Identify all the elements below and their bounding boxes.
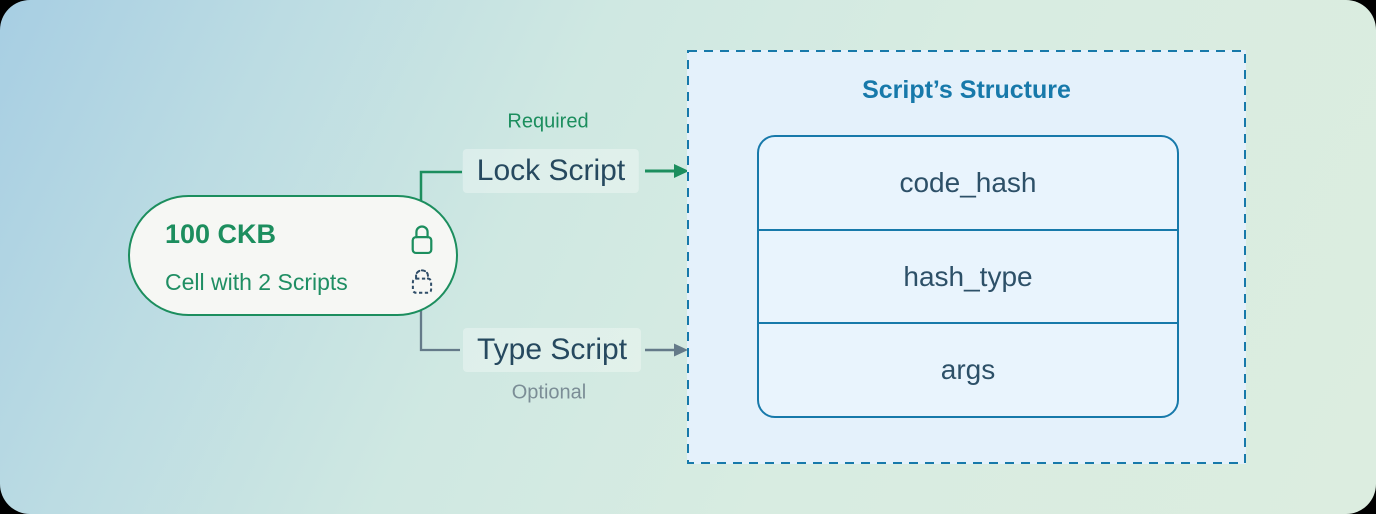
field-row-code-hash: code_hash bbox=[899, 166, 1037, 198]
type-arrow-head bbox=[674, 343, 688, 357]
type-script-label: Type Script bbox=[462, 328, 642, 372]
script-fields-box: code_hash hash_type args bbox=[757, 135, 1179, 418]
field-row-args: args bbox=[759, 322, 1177, 416]
cell-subtitle: Cell with 2 Scripts bbox=[165, 269, 348, 295]
structure-title: Script’s Structure bbox=[862, 76, 1071, 104]
lock-script-label: Lock Script bbox=[462, 149, 640, 193]
field-row-hash-type: hash_type bbox=[759, 228, 1177, 323]
dashed-border bbox=[687, 50, 1246, 464]
script-structure-box: Script’s Structure code_hash hash_type a… bbox=[687, 50, 1246, 464]
lock-icons-gap bbox=[409, 256, 437, 265]
type-lock-dashed-icon bbox=[411, 269, 433, 294]
optional-label: Optional bbox=[511, 381, 587, 404]
lock-icon bbox=[411, 225, 433, 255]
cell-capacity: 100 CKB bbox=[165, 219, 277, 249]
cell-lock-icons bbox=[409, 222, 437, 296]
required-label: Required bbox=[507, 110, 589, 133]
cell-pill: 100 CKB Cell with 2 Scripts bbox=[128, 195, 458, 316]
